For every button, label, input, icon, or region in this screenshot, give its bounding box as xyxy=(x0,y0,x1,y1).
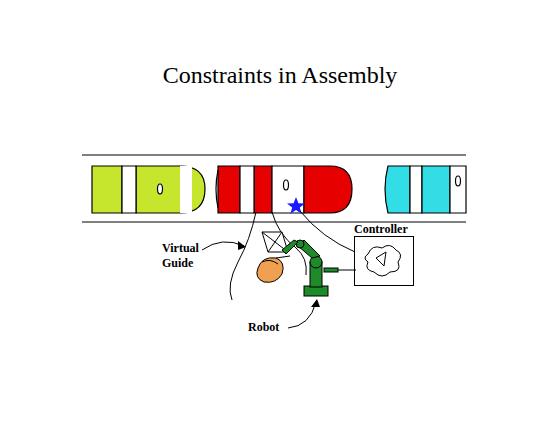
virtual-guide xyxy=(230,212,256,300)
car xyxy=(92,166,205,213)
box-heading: Controller xyxy=(354,222,414,236)
conveyor-edge xyxy=(82,221,466,222)
target-star xyxy=(287,197,305,214)
controller-icon xyxy=(365,245,401,276)
car xyxy=(385,166,466,213)
leader-arrow xyxy=(288,302,316,328)
controller-box: Controller xyxy=(354,222,414,286)
callout-label: Robot xyxy=(248,320,292,335)
arrowhead xyxy=(311,299,320,307)
human-hand xyxy=(257,256,290,282)
callout-label: Virtual Guide xyxy=(162,241,210,271)
robot-arm xyxy=(282,240,356,296)
title: Constraints in Assembly xyxy=(0,62,560,89)
box-outline xyxy=(354,236,414,286)
leader-arrow xyxy=(202,242,244,250)
car xyxy=(216,166,352,213)
conveyor-edge xyxy=(82,154,466,155)
arrowhead xyxy=(238,241,246,250)
